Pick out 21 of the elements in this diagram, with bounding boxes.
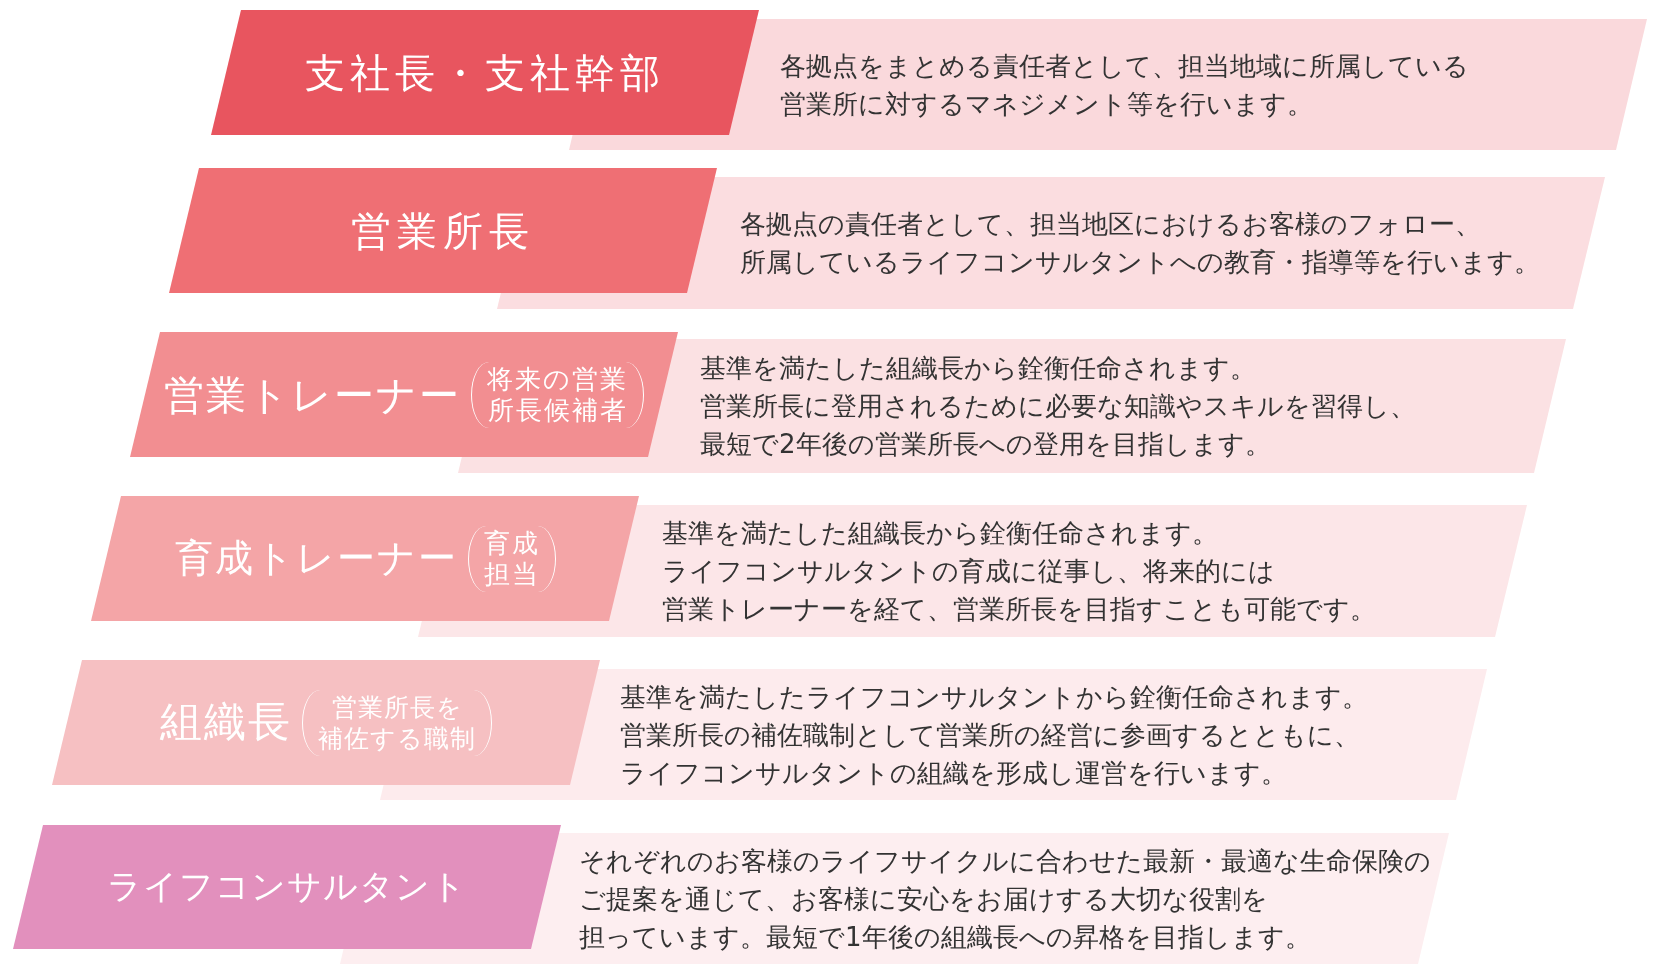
role-note: 将来の営業所長候補者 [471, 361, 644, 428]
role-banner [169, 168, 717, 293]
role-note: 育成担当 [467, 525, 556, 592]
role-title: 営業トレーナー [164, 371, 461, 418]
role-title: 育成トレーナー [174, 536, 458, 581]
role-description: 各拠点をまとめる責任者として、担当地域に所属している営業所に対するマネジメント等を行います。 [780, 49, 1469, 121]
role-title: 組織長 [160, 698, 292, 747]
role-description: それぞれのお客様のライフサイクルに合わせた最新・最適な生命保険のご提案を通じて、お客様に安心をお届けする大切な役割を担っています。最短で1年後の組織長への昇格を目指します。 [579, 844, 1431, 954]
role-title: ライフコンサルタント [107, 867, 467, 907]
role-note: 営業所長を補佐する職制 [302, 689, 492, 756]
role-banner [13, 825, 561, 949]
role-description: 各拠点の責任者として、担当地区におけるお客様のフォロー、所属しているライフコンサルタントへの教育・指導等を行います。 [740, 208, 1540, 279]
role-banner [211, 10, 759, 135]
role-banner [130, 332, 678, 457]
role-banner [52, 660, 600, 785]
role-title: 営業所長 [351, 207, 535, 254]
role-banner [91, 496, 639, 621]
role-description: 基準を満たした組織長から銓衡任命されます。ライフコンサルタントの育成に従事し、将来的には営業トレーナーを経て、営業所長を目指すことも可能です。 [662, 517, 1376, 626]
role-description: 基準を満たした組織長から銓衡任命されます。営業所長に登用されるために必要な知識やスキルを習得し、最短で2年後の営業所長への登用を目指します。 [700, 352, 1416, 461]
role-description: 基準を満たしたライフコンサルタントから銓衡任命されます。営業所長の補佐職制として営業所の経営に参画するとともに、ライフコンサルタントの組織を形成し運営を行います。 [620, 680, 1368, 790]
role-title: 支社長・支社幹部 [305, 49, 665, 96]
